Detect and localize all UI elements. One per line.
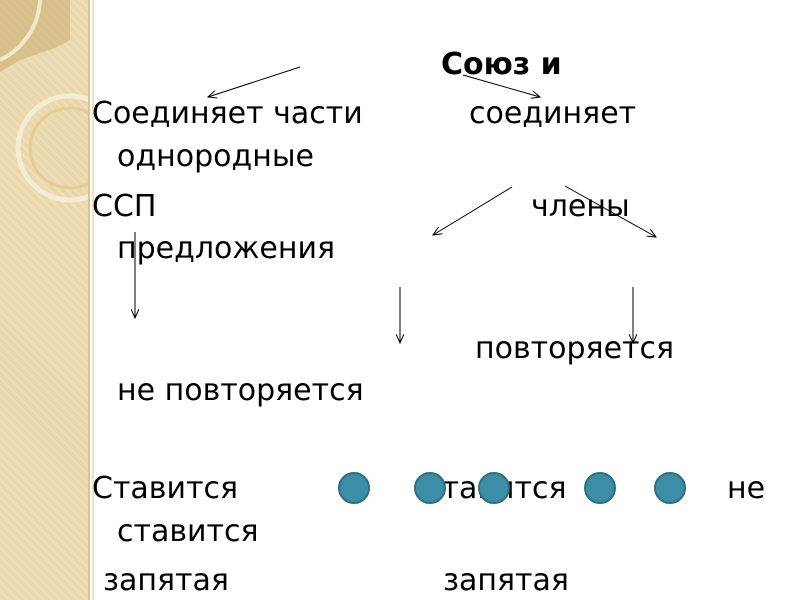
left-comma-text: Ставится [92,471,239,506]
decorative-ring-large [15,93,88,203]
arrow-members-right [564,185,656,237]
decorative-side-panel [0,0,88,600]
right-comma-word: запятая [443,563,569,598]
arrow-title-right [462,74,540,97]
slide-title: Союз и [441,47,562,82]
decorative-ring-inner [28,106,88,190]
teal-circle-3 [478,472,510,504]
teal-circle-4 [584,472,616,504]
left-function-line1: Соединяет части [92,96,363,131]
teal-circle-1 [338,472,370,504]
side-divider [88,0,90,600]
right-function-line1b: однородные [117,139,314,174]
right-comma-no-text: не [727,471,766,506]
teal-circle-2 [414,472,446,504]
right-function-line2b: предложения [117,231,336,266]
left-comma-word: запятая [103,563,229,598]
arrow-title-left [208,66,301,97]
right-comma-no-text-2: ставится [117,514,259,549]
side-divider-light [92,0,94,600]
right-function-line1: соединяет [469,96,637,131]
arrow-members-left [433,186,513,235]
decorative-rings-graphic [0,0,88,203]
left-repeat-text: не повторяется [117,373,364,408]
decorative-arc-top [0,0,42,62]
right-repeat-text: повторяется [475,331,675,366]
left-function-line2: ССП [92,189,157,224]
teal-circle-5 [654,472,686,504]
decorative-corner-shape [0,0,70,72]
